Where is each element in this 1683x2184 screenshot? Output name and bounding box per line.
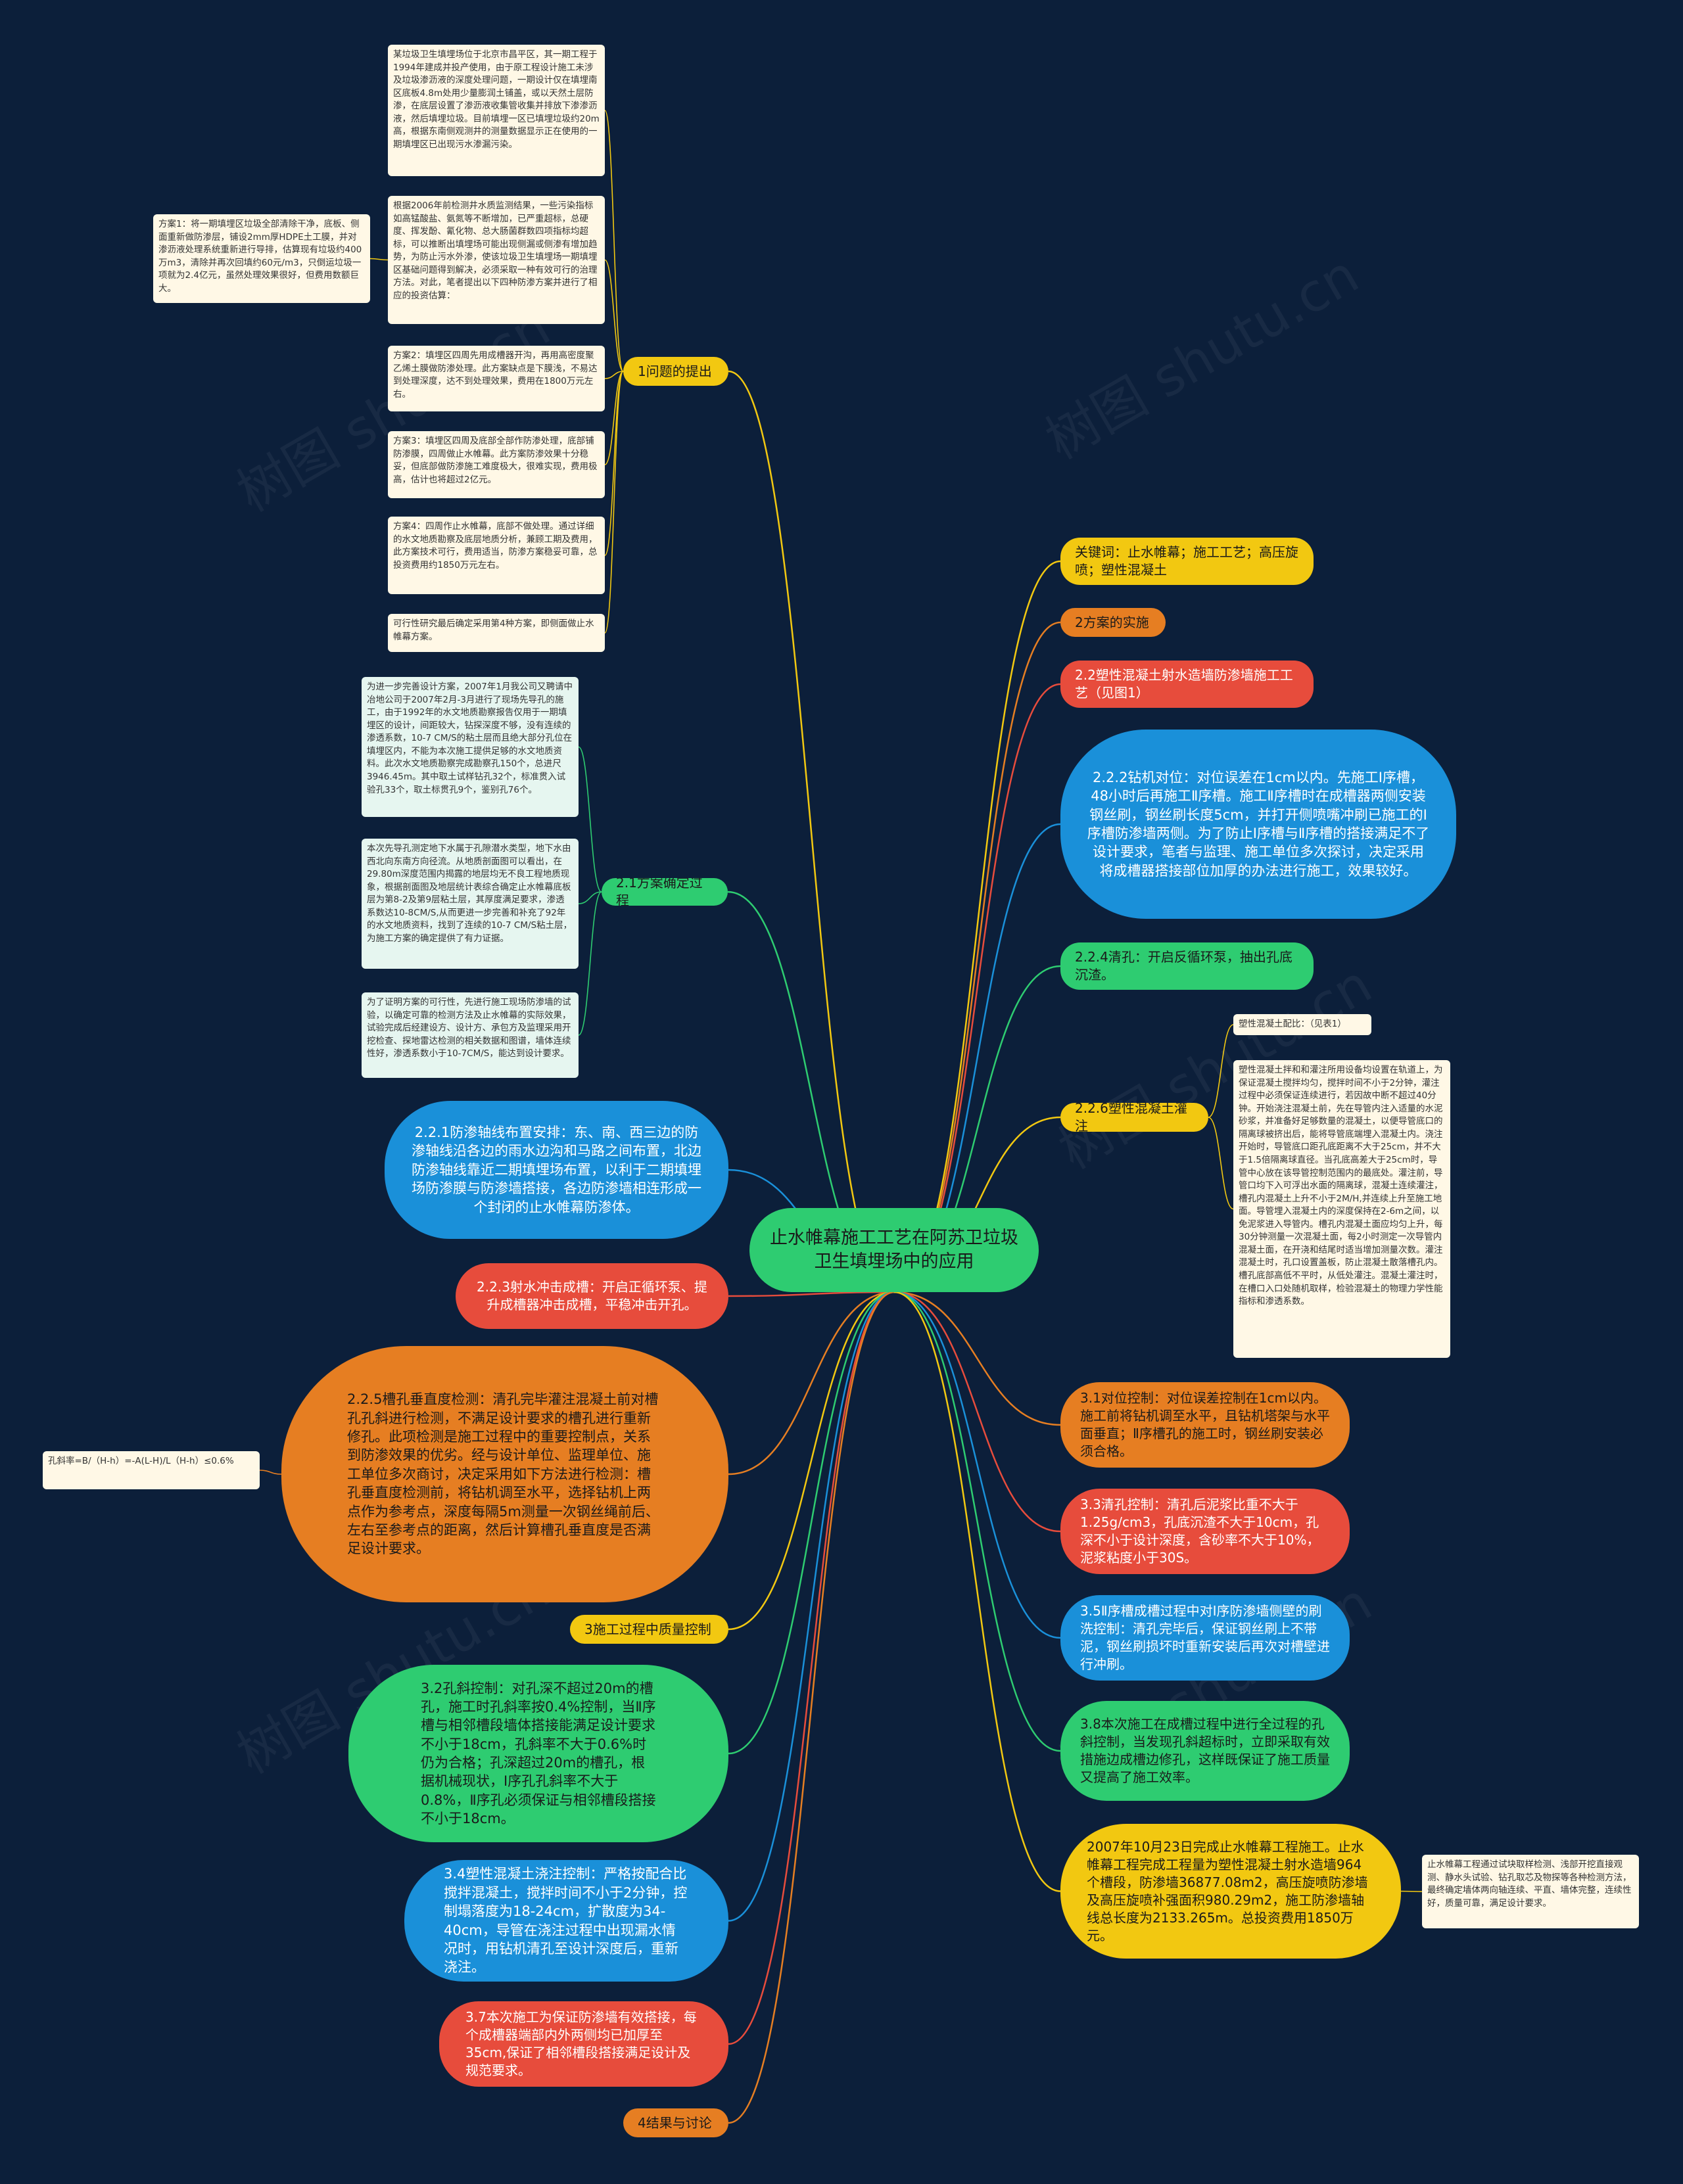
connector-b3 [728, 1291, 895, 1631]
note-groundwater: 本次先导孔测定地下水属于孔隙潜水类型，地下水由西北向东南方向径流。从地质剖面图可… [362, 839, 579, 969]
note-monitoring: 根据2006年前检测井水质监测结果，一些污染指标如高锰酸盐、氨氮等不断增加，已严… [388, 196, 605, 324]
branch-3-3-cleaning-control[interactable]: 3.3清孔控制：清孔后泥浆比重不大于1.25g/cm3，孔底沉渣不大于10cm，… [1060, 1489, 1350, 1574]
connector-n1f [604, 371, 624, 634]
note-pouring-details: 塑性混凝土拌和和灌注所用设备均设置在轨道上，为保证混凝土搅拌均匀，搅拌时间不小于… [1233, 1060, 1450, 1358]
branch-2-2-2-drill-positioning[interactable]: 2.2.2钻机对位：对位误差在1cm以内。先施工Ⅰ序槽，48小时后再施工Ⅱ序槽。… [1060, 730, 1456, 919]
note-plan-1: 方案1：将一期填埋区垃圾全部清除干净，底板、侧面重新做防渗层，铺设2mm厚HDP… [153, 214, 370, 303]
branch-2-2-1-axis-layout[interactable]: 2.2.1防渗轴线布置安排：东、南、西三边的防渗轴线沿各边的雨水边沟和马路之间布… [385, 1101, 728, 1239]
connector-b34 [728, 1291, 895, 1922]
branch-3-8-inclination-control[interactable]: 3.8本次施工在成槽过程中进行全过程的孔斜控制，当发现孔斜超标时，立即采取有效措… [1060, 1701, 1350, 1801]
branch-2-2-3-jet-trenching[interactable]: 2.2.3射水冲击成槽：开启正循环泵、提升成槽器冲击成槽，平稳冲击开孔。 [456, 1263, 728, 1329]
connector-n1e [604, 371, 624, 556]
branch-2-2-6-concrete-pouring[interactable]: 2.2.6塑性混凝土灌注 [1060, 1103, 1208, 1132]
branch-3-1-positioning-control[interactable]: 3.1对位控制：对位误差控制在1cm以内。施工前将钻机调至水平，且钻机塔架与水平… [1060, 1382, 1350, 1468]
connector-n1c [604, 371, 624, 379]
connector-b1 [728, 370, 895, 1293]
connector-b33 [893, 1291, 1061, 1533]
connector-n1a [604, 110, 624, 372]
branch-3-quality-control[interactable]: 3施工过程中质量控制 [570, 1615, 728, 1644]
branch-2-2-5-verticality-test[interactable]: 2.2.5槽孔垂直度检测：清孔完毕灌注混凝土前对槽孔孔斜进行检测，不满足设计要求… [281, 1346, 728, 1602]
connector-b4 [728, 1291, 895, 2124]
connector-b223 [728, 1291, 895, 1297]
connector-b225 [728, 1291, 895, 1475]
branch-2-2-wall-process[interactable]: 2.2塑性混凝土射水造墙防渗墙施工工艺（见图1） [1060, 661, 1314, 708]
branch-3-4-pouring-control[interactable]: 3.4塑性混凝土浇注控制：严格按配合比搅拌混凝土，搅拌时间不小于2分钟，控制塌落… [404, 1860, 728, 1982]
connector-n21a [578, 746, 602, 893]
branch-3-7-overlap-guarantee[interactable]: 3.7本次施工为保证防渗墙有效搭接，每个成槽器端部内外两侧均已加厚至35cm,保… [439, 2001, 728, 2087]
branch-3-2-inclination-control[interactable]: 3.2孔斜控制：对孔深不超过20m的槽孔，施工时孔斜率按0.4%控制，当Ⅱ序槽与… [348, 1665, 728, 1842]
branch-keywords[interactable]: 关键词：止水帷幕；施工工艺；高压旋喷；塑性混凝土 [1060, 538, 1314, 585]
branch-2-implementation[interactable]: 2方案的实施 [1060, 608, 1166, 637]
connector-b38 [893, 1291, 1061, 1752]
connector-b35 [893, 1291, 1061, 1639]
connector-n21c [578, 891, 602, 1036]
branch-1-problem[interactable]: 1问题的提出 [623, 357, 728, 386]
connector-b37 [728, 1291, 895, 2045]
connector-n226a [1208, 1024, 1234, 1118]
connector-b32 [728, 1291, 895, 1755]
note-background: 某垃圾卫生填埋场位于北京市昌平区，其一期工程于1994年建成并投产使用，由于原工… [388, 45, 605, 176]
note-survey: 为进一步完善设计方案，2007年1月我公司又聘请中冶地公司于2007年2月-3月… [362, 677, 579, 817]
connector-b31 [893, 1291, 1061, 1426]
connector-b2 [893, 621, 1061, 1293]
branch-3-5-brushing-control[interactable]: 3.5Ⅱ序槽成槽过程中对Ⅰ序防渗墙侧壁的刷洗控制：清孔完毕后，保证钢丝刷上不带泥… [1060, 1595, 1350, 1681]
note-mix-ratio: 塑性混凝土配比：（见表1） [1233, 1014, 1371, 1035]
branch-4-results[interactable]: 4结果与讨论 [623, 2108, 728, 2137]
connector-n225 [259, 1470, 282, 1475]
branch-result-summary[interactable]: 2007年10月23日完成止水帷幕工程施工。止水帷幕工程完成工程量为塑性混凝土射… [1060, 1824, 1401, 1959]
connector-b_res [893, 1291, 1061, 1892]
branch-2-2-4-hole-cleaning[interactable]: 2.2.4清孔：开启反循环泵，抽出孔底沉渣。 [1060, 942, 1314, 990]
connector-n226b [1208, 1117, 1234, 1210]
connector-n1b [604, 259, 624, 372]
connector-n1d [604, 371, 624, 465]
note-quality-verification: 止水帷幕工程通过试块取样检测、浅部开挖直接观测、静水头试验、钻孔取芯及物探等各种… [1422, 1855, 1639, 1928]
note-plan-3: 方案3：填埋区四周及底部全部作防渗处理，底部铺防渗膜，四周做止水帷幕。此方案防渗… [388, 431, 605, 498]
note-inclination-formula: 孔斜率=B/（H-h）=-A(L-H)/L（H-h）≤0.6% [43, 1451, 260, 1489]
center-topic[interactable]: 止水帷幕施工工艺在阿苏卫垃圾卫生填埋场中的应用 [749, 1208, 1039, 1292]
center-topic-text: 止水帷幕施工工艺在阿苏卫垃圾卫生填埋场中的应用 [770, 1227, 1018, 1272]
branch-2-1-plan-process[interactable]: 2.1方案确定过程 [602, 878, 728, 906]
note-trial: 为了证明方案的可行性，先进行施工现场防渗墙的试验，以确定可靠的检测方法及止水帷幕… [362, 992, 579, 1078]
connector-n21b [578, 891, 602, 904]
connector-b22 [893, 683, 1061, 1293]
connector-b_kw [893, 560, 1061, 1293]
connector-n_left1 [369, 258, 389, 261]
note-plan-2: 方案2：填埋区四周先用成槽器开沟，再用高密度聚乙烯土膜做防渗处理。此方案缺点是下… [388, 346, 605, 411]
note-final-choice: 可行性研究最后确定采用第4种方案，即侧面做止水帷幕方案。 [388, 614, 605, 652]
note-plan-4: 方案4：四周作止水帷幕，底部不做处理。通过详细的水文地质勘察及底层地质分析，兼顾… [388, 517, 605, 594]
